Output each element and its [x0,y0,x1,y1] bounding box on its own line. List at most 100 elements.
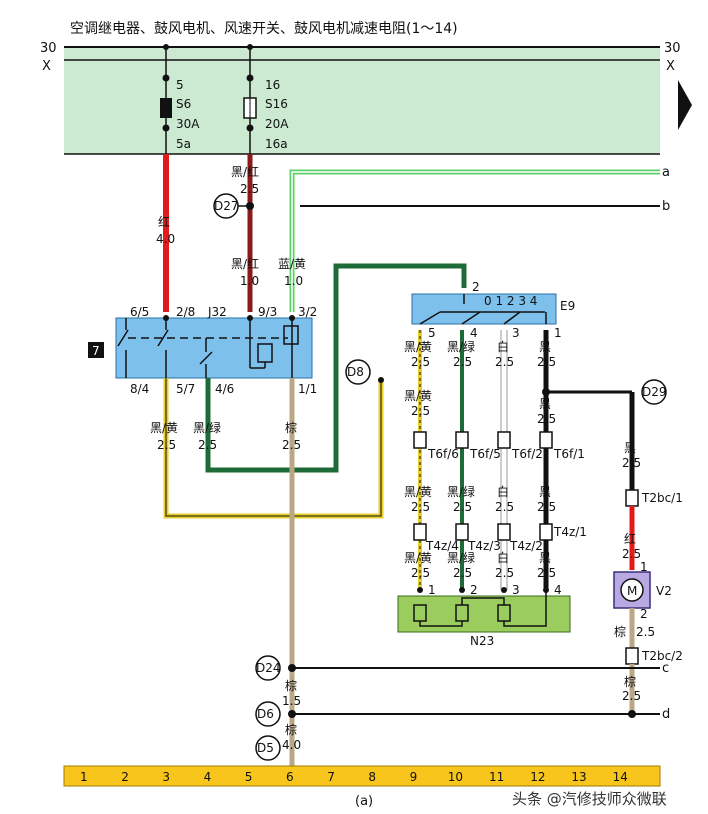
bus-number-3: 3 [162,770,170,784]
junction-d6-label: D6 [257,707,274,721]
e9-w1-size-3: 2.5 [411,500,430,514]
node-d24 [288,664,296,672]
relay-pin-top-2: 2/8 [176,305,195,319]
motor-pin-bottom: 2 [640,607,648,621]
junction-d6 [255,701,281,727]
fuse-s6-icon [160,98,172,118]
e9-w3-color-3: 白 [497,484,509,499]
wire-blueyel-color: 蓝/黄 [278,257,306,271]
t4z-4: T4z/1 [553,525,587,539]
n23-node-2 [459,587,465,593]
e9-w3-size-4: 2.5 [495,566,514,580]
wire-bkyel-color: 黑/黄 [150,421,178,435]
n23-pin-3: 3 [512,583,520,597]
wire-brown-d24-size: 1.5 [282,694,301,708]
wire-blueyel-size: 1.0 [284,274,303,288]
e9-w1-size: 2.5 [411,355,430,369]
resistor-n23-name: N23 [470,634,494,648]
label-b: b [662,199,670,214]
label-d: d [662,707,670,722]
fuse-s16-bottom-pin: 16a [265,137,288,151]
e9-pin-1: 5 [428,326,436,340]
wire-red-size: 4.0 [156,232,175,246]
connector-t2bc2-icon [625,647,639,665]
e9-contacts [419,294,547,325]
fuse-s6-bottom-pin: 5a [176,137,191,151]
e9-w2-color-4: 黑/绿 [447,550,475,565]
motor-wire-red-size: 2.5 [622,547,641,561]
relay-ref-badge [88,342,104,358]
t6f-2: T6f/5 [469,447,501,461]
bus-number-14: 14 [613,770,628,784]
t6f-1: T6f/6 [427,447,459,461]
label-c: c [662,661,669,676]
e9-w1-color-4: 黑/黄 [404,551,432,565]
e9-w1-color-3: 黑/黄 [404,485,432,499]
motor-name: V2 [656,584,672,598]
wire-blue-yellow-stripe [291,171,660,312]
t6f-4: T6f/1 [553,447,585,461]
wire-bkyel-size: 2.5 [157,438,176,452]
motor-wire-brown2-size: 2.5 [622,689,641,703]
n23-pin-4: 4 [554,583,562,597]
node-e9-black [542,388,550,396]
e9-w1-size-2: 2.5 [411,404,430,418]
e9-positions: 0 1 2 3 4 [484,294,537,308]
node-s16-pin [246,74,254,82]
relay-pin-bottom-4: 1/1 [298,382,317,396]
node-s16-top [247,44,253,50]
resistor-n23-elements [413,590,547,627]
wire-bkgrn-color: 黑/绿 [193,420,221,435]
bus-number-2: 2 [121,770,129,784]
relay-pin-top-4: 3/2 [298,305,317,319]
motor-conn-bottom: T2bc/2 [641,649,683,663]
junction-d29 [641,379,667,405]
junction-d24 [255,655,281,681]
wire-bkred-lower-size: 1.0 [240,274,259,288]
rail-x-left: X [42,59,51,74]
n23-node-1 [417,587,423,593]
motor-wire-brown2: 棕 [624,674,636,689]
junction-d5 [255,735,281,761]
e9-w1-color: 黑/黄 [404,340,432,354]
t4z-1: T4z/4 [425,539,459,553]
motor-wire-brown: 棕 [614,624,626,639]
figure-caption: (a) [355,794,373,809]
junction-d8 [345,359,371,385]
e9-w3-size: 2.5 [495,355,514,369]
fuse-s6-name: S6 [176,97,191,111]
relay-pin-top-1: 6/5 [130,305,149,319]
motor-icon [620,578,644,602]
junction-d29-label: D29 [642,385,667,399]
fuse-s16-name: S16 [265,97,288,111]
relay-j32-box [115,317,313,379]
switch-e9-box [411,293,557,325]
fuse-s6-rating: 30A [176,117,200,131]
n23-pin-2: 2 [470,583,478,597]
wire-bkred-upper: 黑/红 [231,164,259,179]
wire-bkred-upper-size: 2.5 [240,182,259,196]
bus-number-6: 6 [286,770,294,784]
relay-pin-bottom-1: 8/4 [130,382,149,396]
relay-node-a [163,315,169,321]
motor-wire-black: 黑 [624,441,636,455]
continue-arrow-icon [678,80,692,130]
bus-number-8: 8 [368,770,376,784]
e9-w3-color: 白 [497,339,509,354]
rail-x-right: X [666,59,675,74]
relay-pin-top-3: 9/3 [258,305,277,319]
motor-symbol: M [627,584,637,598]
node-d6 [288,710,296,718]
e9-w4-size-3: 2.5 [537,500,556,514]
bus-number-11: 11 [489,770,504,784]
n23-node-4 [543,587,549,593]
e9-w3-size-3: 2.5 [495,500,514,514]
n23-node-3 [501,587,507,593]
node-s16-pin2 [246,124,254,132]
junction-d5-label: D5 [257,741,274,755]
wire-brown-size: 2.5 [282,438,301,452]
motor-wire-red: 红 [624,531,636,546]
relay-name: J32 [207,305,227,319]
e9-w4-color-2: 黑 [539,397,551,411]
